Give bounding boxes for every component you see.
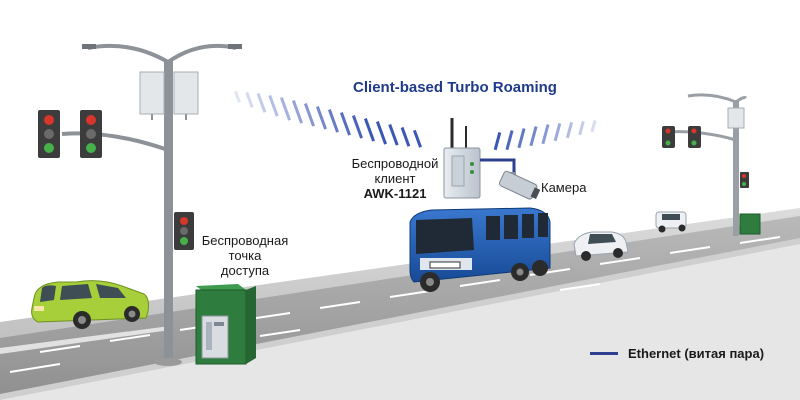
client-label-line2: клиент <box>374 171 416 186</box>
wireless-client-label: Беспроводной клиент AWK-1121 <box>336 156 454 201</box>
ap-label-line3: доступа <box>220 263 270 278</box>
distant-suv <box>655 211 687 233</box>
client-model: AWK-1121 <box>363 186 427 201</box>
ethernet-link <box>480 158 516 176</box>
right-light-pole <box>662 93 761 236</box>
signal-waves-right <box>493 119 597 151</box>
ethernet-legend-line <box>590 352 618 355</box>
traffic-light-pole-small <box>174 212 194 250</box>
camera-label: Камера <box>541 180 587 195</box>
traffic-light-left-2 <box>80 110 102 158</box>
legend: Ethernet (витая пара) <box>590 346 764 361</box>
wireless-client-device <box>443 118 481 199</box>
ap-label-line1: Беспроводная <box>201 233 289 248</box>
client-label-line1: Беспроводной <box>351 156 439 171</box>
white-car <box>573 231 629 261</box>
access-point-label: Беспроводная точка доступа <box>195 233 295 278</box>
ap-label-line2: точка <box>228 248 262 263</box>
camera-device <box>498 170 541 200</box>
diagram-title: Client-based Turbo Roaming <box>353 79 557 96</box>
bus <box>409 207 551 292</box>
ethernet-legend-label: Ethernet (витая пара) <box>628 346 765 361</box>
roadside-cabinet <box>195 284 256 365</box>
signal-waves-left <box>234 90 422 148</box>
left-light-pole <box>61 43 242 366</box>
traffic-light-left-1 <box>38 110 60 158</box>
green-car <box>31 280 149 329</box>
